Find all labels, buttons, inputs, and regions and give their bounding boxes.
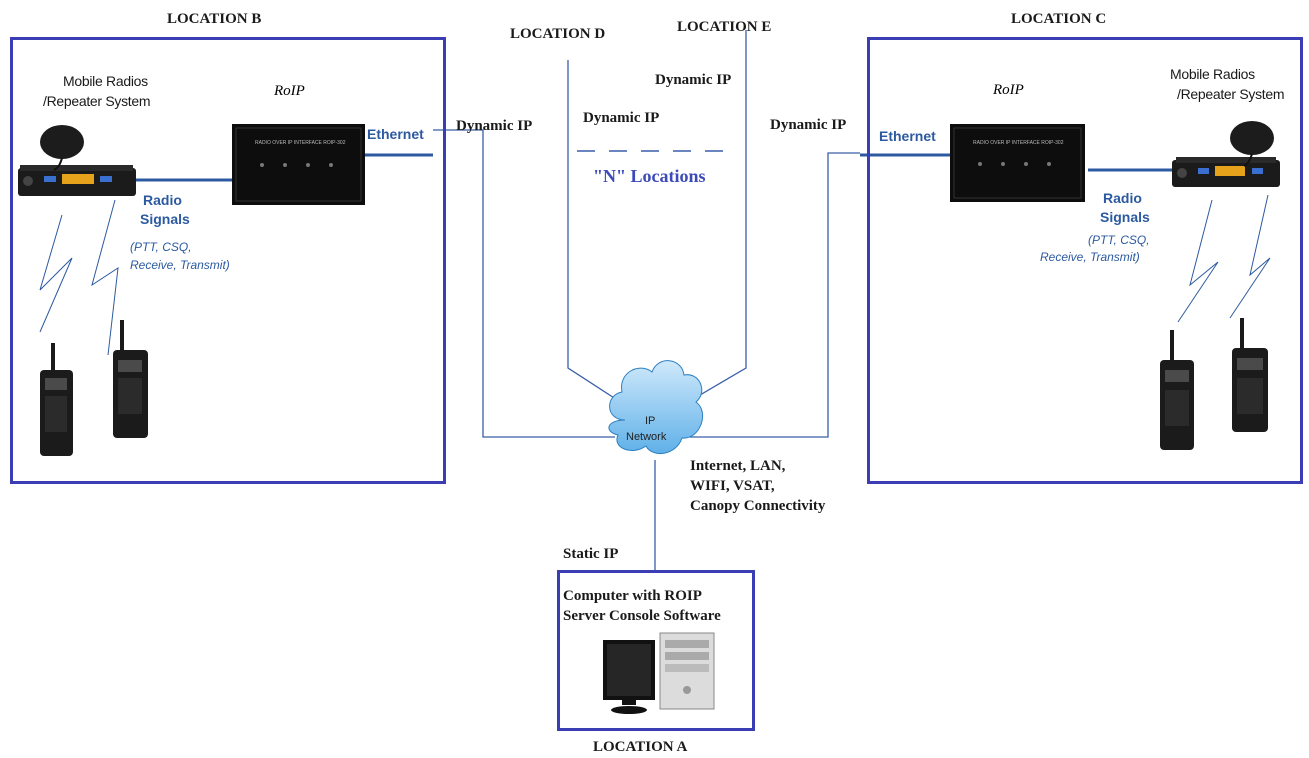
location-e-title: LOCATION E bbox=[677, 19, 772, 35]
n-locations-label: "N" Locations bbox=[593, 166, 706, 186]
right-repeater-label: /Repeater System bbox=[1177, 86, 1285, 102]
cloud-label-line2: Network bbox=[626, 431, 667, 443]
computer-icon bbox=[603, 632, 715, 714]
signal-wave-left-1 bbox=[39, 214, 73, 333]
mobile-radio-right-icon bbox=[1172, 121, 1280, 187]
connectivity-line1: Internet, LAN, bbox=[690, 458, 786, 474]
ip-network-cloud-icon bbox=[608, 360, 704, 454]
left-repeater-label: /Repeater System bbox=[43, 93, 151, 109]
right-radio-label: Radio bbox=[1103, 190, 1142, 206]
right-signals-detail-2: Receive, Transmit) bbox=[1040, 250, 1140, 264]
left-signals-detail-1: (PTT, CSQ, bbox=[130, 240, 192, 254]
link-location-e bbox=[682, 30, 747, 406]
left-ethernet-label: Ethernet bbox=[367, 126, 424, 142]
location-b-title: LOCATION B bbox=[167, 11, 262, 27]
handheld-radio-right-2-icon bbox=[1232, 318, 1268, 432]
left-signals-label: Signals bbox=[140, 211, 190, 227]
link-location-b bbox=[433, 129, 615, 438]
connectivity-line2: WIFI, VSAT, bbox=[690, 478, 775, 494]
location-b-box bbox=[10, 37, 446, 484]
dynamic-ip-e-label: Dynamic IP bbox=[655, 72, 732, 88]
roip-device-left-icon: RADIO OVER IP INTERFACE ROIP-302 bbox=[232, 124, 365, 205]
right-mobile-radios-label: Mobile Radios bbox=[1170, 66, 1255, 82]
location-a-title: LOCATION A bbox=[593, 739, 688, 755]
computer-label-line1: Computer with ROIP bbox=[563, 588, 702, 604]
dynamic-ip-c-label: Dynamic IP bbox=[770, 117, 847, 133]
dynamic-ip-b-label: Dynamic IP bbox=[456, 118, 533, 134]
left-roip-label: RoIP bbox=[274, 83, 305, 99]
handheld-radio-right-1-icon bbox=[1160, 330, 1194, 450]
signal-wave-right-2 bbox=[1229, 194, 1271, 319]
dynamic-ip-d-label: Dynamic IP bbox=[583, 110, 660, 126]
right-signals-label: Signals bbox=[1100, 209, 1150, 225]
signal-wave-right-1 bbox=[1177, 199, 1219, 323]
location-d-title: LOCATION D bbox=[510, 26, 606, 42]
location-a-box bbox=[557, 570, 755, 731]
handheld-radio-left-1-icon bbox=[40, 343, 73, 456]
location-c-box bbox=[867, 37, 1303, 484]
computer-label-line2: Server Console Software bbox=[563, 608, 721, 624]
right-roip-label: RoIP bbox=[993, 82, 1024, 98]
signal-wave-left-2 bbox=[91, 199, 119, 356]
link-location-d bbox=[567, 60, 626, 406]
link-location-c bbox=[690, 152, 860, 438]
network-links bbox=[433, 30, 860, 570]
static-ip-label: Static IP bbox=[563, 546, 619, 562]
svg-text:RADIO OVER IP INTERFACE ROIP-: RADIO OVER IP INTERFACE ROIP-302 bbox=[973, 140, 1064, 146]
location-c-title: LOCATION C bbox=[1011, 11, 1107, 27]
left-radio-label: Radio bbox=[143, 192, 182, 208]
svg-text:RADIO OVER IP INTERFACE ROIP-: RADIO OVER IP INTERFACE ROIP-302 bbox=[255, 140, 346, 146]
connectivity-line3: Canopy Connectivity bbox=[690, 498, 826, 514]
roip-device-right-icon: RADIO OVER IP INTERFACE ROIP-302 bbox=[950, 124, 1085, 202]
handheld-radio-left-2-icon bbox=[113, 320, 148, 438]
right-ethernet-label: Ethernet bbox=[879, 128, 936, 144]
right-signals-detail-1: (PTT, CSQ, bbox=[1088, 233, 1150, 247]
mobile-radio-left-icon bbox=[18, 125, 136, 196]
left-signals-detail-2: Receive, Transmit) bbox=[130, 258, 230, 272]
cloud-label-line1: IP bbox=[645, 415, 656, 427]
left-mobile-radios-label: Mobile Radios bbox=[63, 73, 148, 89]
